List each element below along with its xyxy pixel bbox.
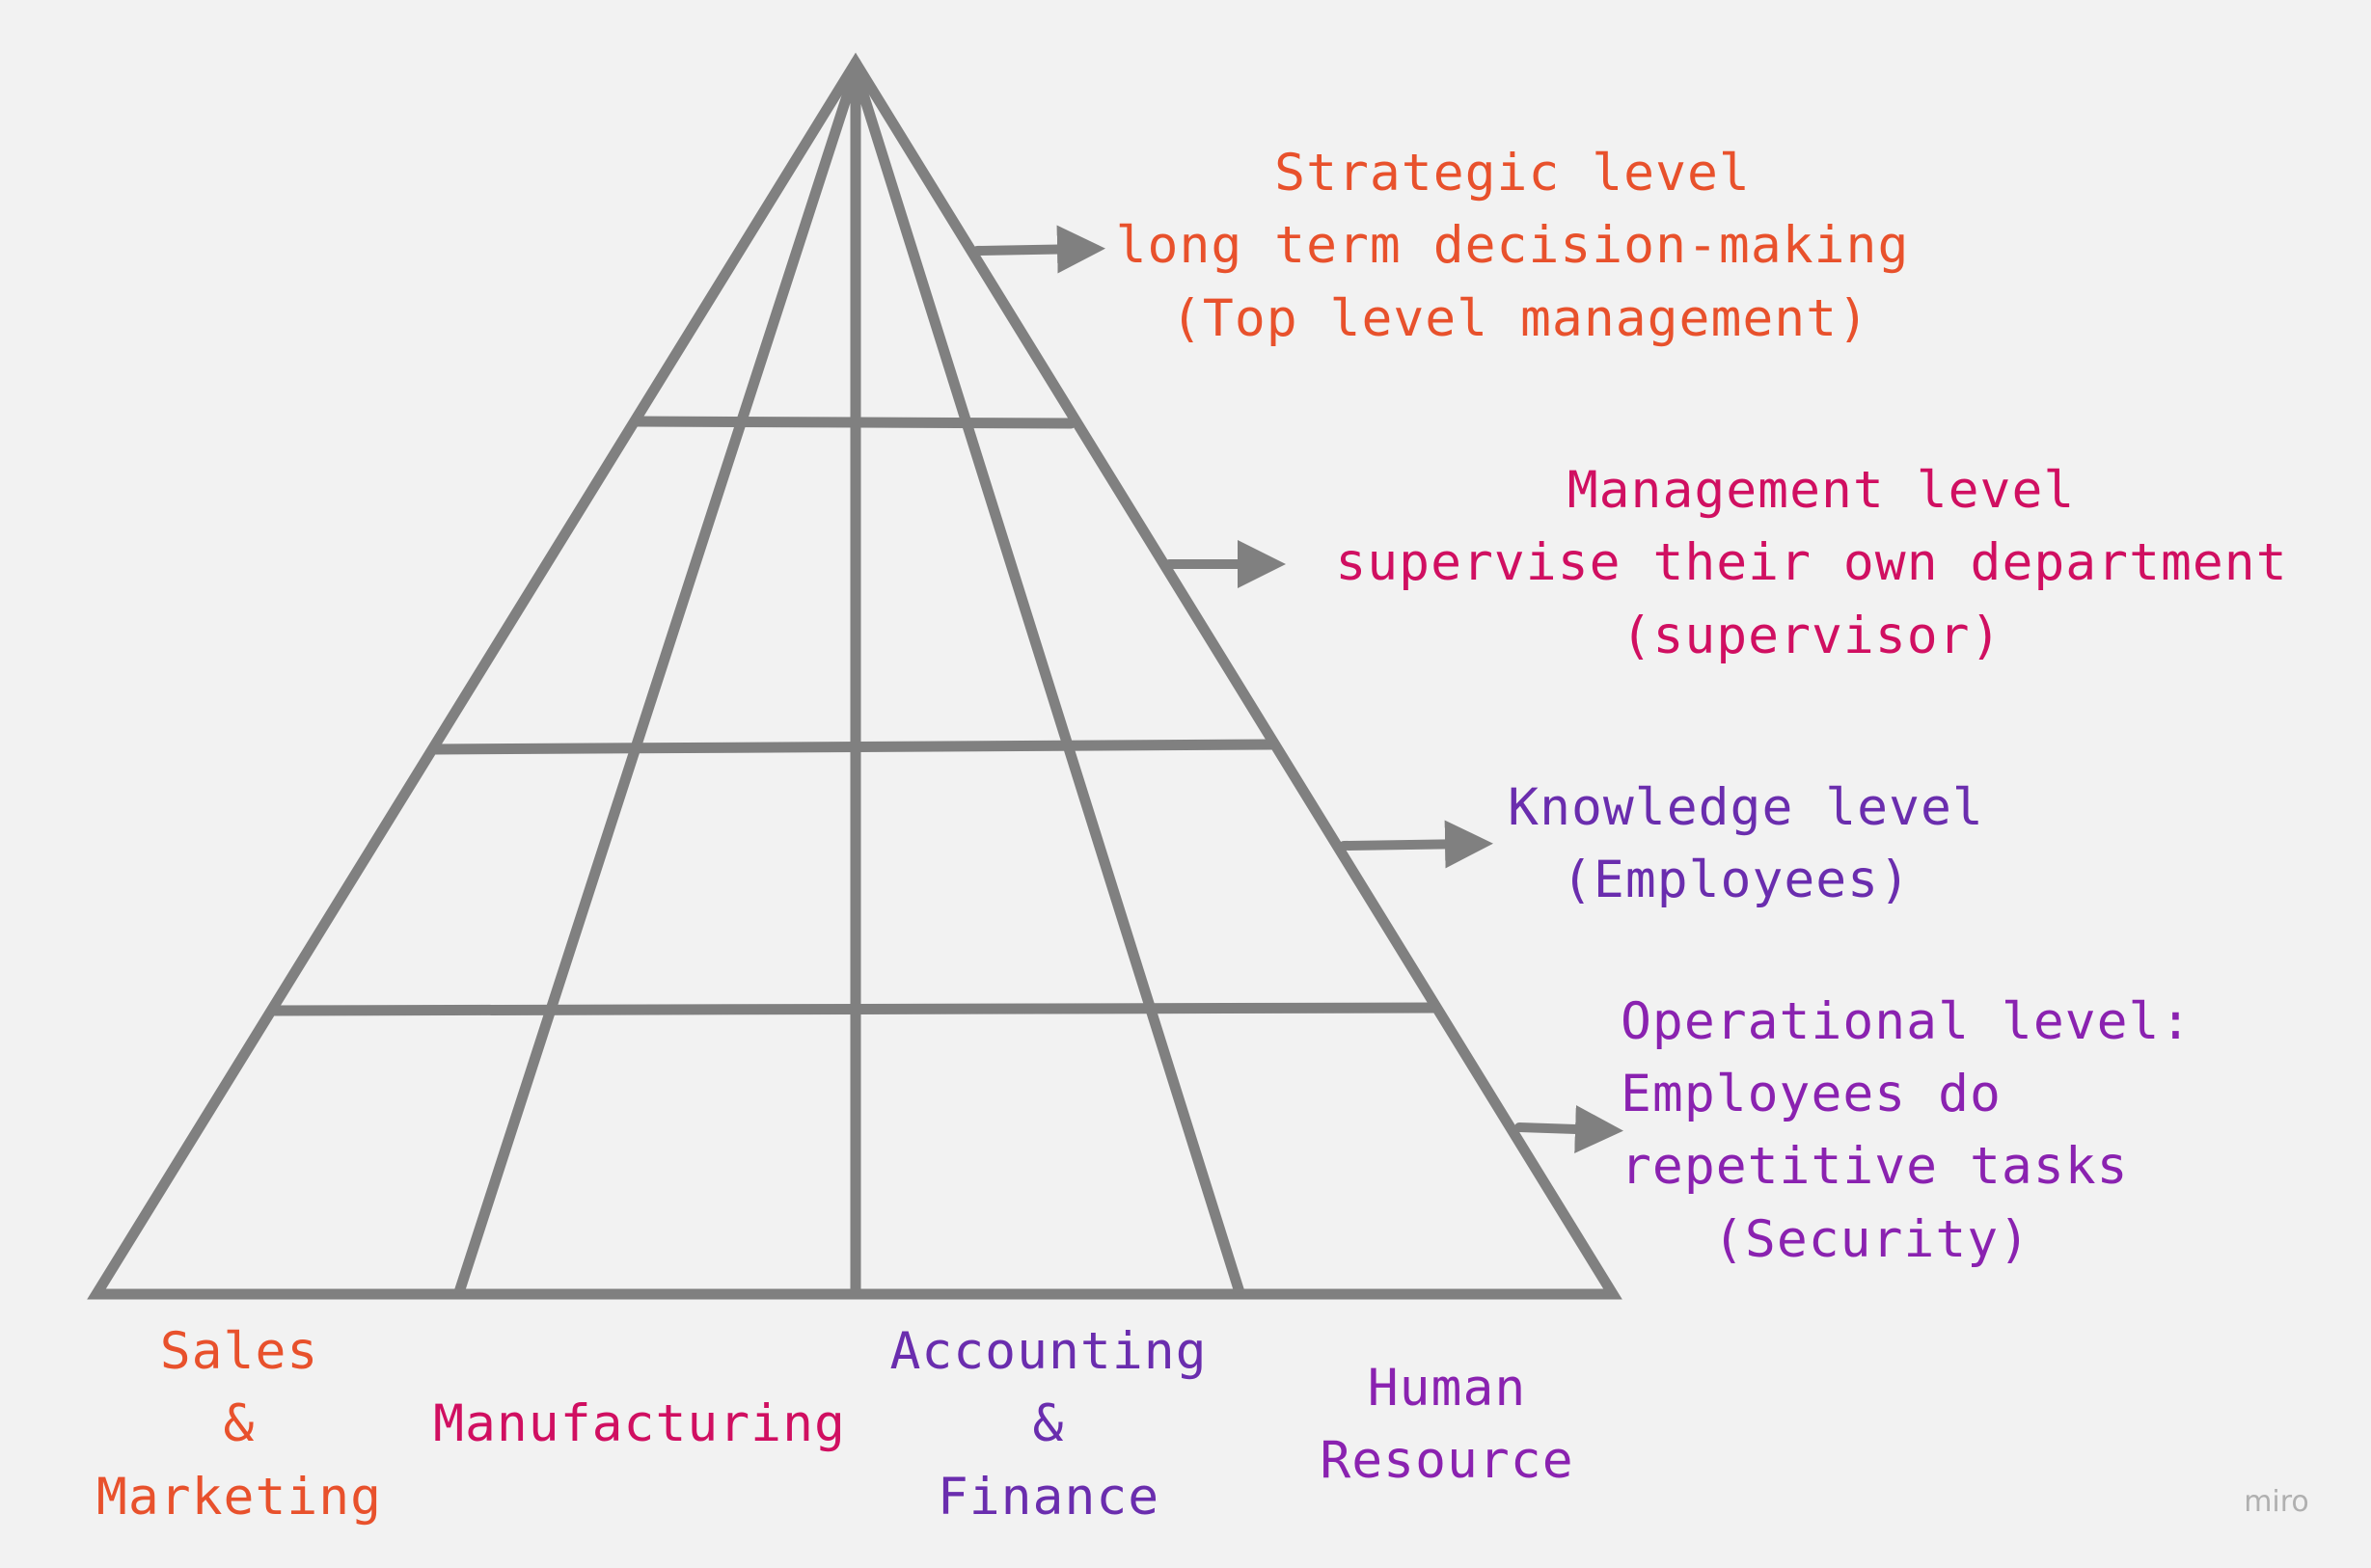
management-level-label: Management level supervise their own dep… xyxy=(1335,461,2287,665)
divider-accounting-hr xyxy=(850,64,1245,1298)
department-manufacturing: Manufacturing xyxy=(433,1394,846,1453)
accounting-line-3: Finance xyxy=(938,1468,1159,1527)
hr-line-1: Human xyxy=(1368,1359,1527,1418)
arrow-strategic xyxy=(972,225,1105,274)
strategic-role: (Top level management) xyxy=(1171,289,1869,348)
hr-line-2: Resource xyxy=(1320,1431,1573,1490)
divider-management-knowledge xyxy=(428,739,1277,755)
operational-role: (Security) xyxy=(1713,1210,2030,1269)
knowledge-level-label: Knowledge level (Employees) xyxy=(1508,778,1984,909)
miro-watermark: miro xyxy=(2244,1485,2309,1519)
operational-level-label: Operational level: Employees do repetiti… xyxy=(1621,992,2192,1269)
department-sales-marketing: Sales & Marketing xyxy=(96,1322,382,1527)
operational-description-1: Employees do xyxy=(1621,1065,2002,1123)
department-dividers xyxy=(453,57,1245,1298)
sales-line-2: & xyxy=(224,1394,256,1453)
manufacturing-label: Manufacturing xyxy=(433,1394,846,1453)
arrow-knowledge xyxy=(1339,820,1493,869)
strategic-level-label: Strategic level long term decision-makin… xyxy=(1116,144,1910,348)
department-human-resource: Human Resource xyxy=(1320,1359,1573,1490)
operational-title: Operational level: xyxy=(1621,992,2192,1051)
arrow-operational xyxy=(1514,1104,1623,1153)
management-description: supervise their own department xyxy=(1335,533,2287,592)
department-accounting-finance: Accounting & Finance xyxy=(889,1322,1207,1527)
divider-knowledge-operational xyxy=(267,1002,1440,1016)
level-arrows xyxy=(972,225,1623,1153)
knowledge-title: Knowledge level xyxy=(1508,778,1984,837)
management-title: Management level xyxy=(1567,461,2076,520)
divider-sales-manufacturing xyxy=(453,64,861,1298)
operational-description-2: repetitive tasks xyxy=(1621,1137,2129,1196)
strategic-title: Strategic level xyxy=(1274,144,1751,203)
level-dividers xyxy=(267,416,1440,1016)
management-role: (supervisor) xyxy=(1622,607,2003,665)
divider-strategic-management xyxy=(631,416,1076,429)
accounting-line-2: & xyxy=(1033,1394,1065,1453)
knowledge-role: (Employees) xyxy=(1562,851,1911,909)
sales-line-3: Marketing xyxy=(96,1468,382,1527)
strategic-description: long term decision-making xyxy=(1116,216,1910,275)
sales-line-1: Sales xyxy=(160,1322,319,1381)
accounting-line-1: Accounting xyxy=(889,1322,1207,1381)
